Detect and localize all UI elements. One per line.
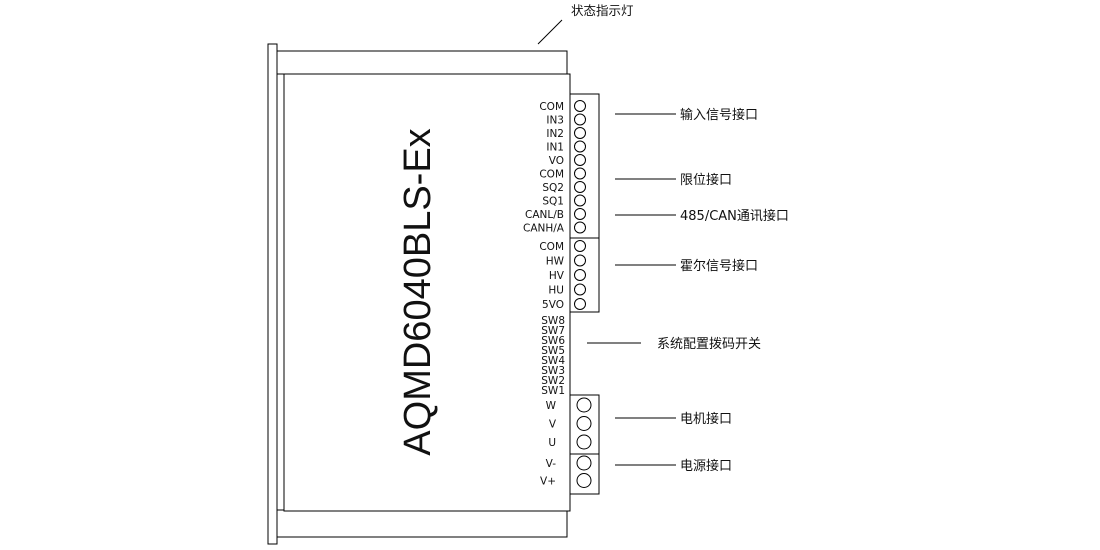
terminal-hole <box>574 113 586 126</box>
motor-callout: 电机接口 <box>680 411 732 427</box>
dip-callout: 系统配置拨码开关 <box>657 337 761 352</box>
pin-label: SQ2 <box>542 182 564 194</box>
limit-callout: 限位接口 <box>680 172 732 188</box>
terminal-hole <box>574 181 586 193</box>
pin-label: IN3 <box>546 115 564 127</box>
pin-label: SW1 <box>541 385 565 397</box>
pin-label: VO <box>549 155 564 167</box>
pin-label: SQ1 <box>542 196 564 208</box>
input-callout: 输入信号接口 <box>680 107 758 123</box>
terminal-hole <box>574 283 586 296</box>
terminal-block-hall <box>569 237 600 313</box>
pin-label: COM <box>539 169 564 181</box>
pin-label: IN1 <box>546 142 564 154</box>
pin-label: V <box>549 419 557 431</box>
terminal-hole <box>574 100 586 112</box>
terminal-hole <box>574 298 586 310</box>
status-led-label: 状态指示灯 <box>571 3 634 18</box>
pin-label: SW2 <box>541 375 565 387</box>
pin-label: CANL/B <box>525 209 564 221</box>
pin-label: IN2 <box>546 128 564 140</box>
pin-label: 5VO <box>542 299 564 311</box>
mounting-flange <box>267 43 278 545</box>
pin-label: COM <box>539 241 564 253</box>
pins-power-group: V- V+ <box>540 455 592 488</box>
terminal-hole <box>576 434 592 450</box>
callout-group <box>587 113 676 466</box>
terminal-hole <box>574 221 586 234</box>
terminal-hole <box>574 194 586 207</box>
top-rail <box>276 50 568 75</box>
terminal-hole <box>574 127 586 139</box>
pin-label: SW6 <box>541 335 565 347</box>
terminal-block-power <box>569 453 600 495</box>
pins-hall-group: COM HW HV HU 5VO <box>539 240 586 311</box>
terminal-hole <box>576 473 592 488</box>
pin-label: HV <box>549 270 565 282</box>
hall-callout: 霍尔信号接口 <box>680 258 758 274</box>
status-led-leader <box>537 19 563 45</box>
pin-label: SW7 <box>541 325 565 337</box>
pins-motor-group: WVU <box>546 397 592 450</box>
bottom-rail <box>276 509 568 538</box>
pin-label: SW8 <box>541 315 565 327</box>
pin-label: W <box>546 400 557 412</box>
pin-label: SW5 <box>541 345 565 357</box>
pin-label: U <box>548 437 556 449</box>
pin-label: COM <box>539 101 564 113</box>
terminal-hole <box>574 167 586 180</box>
terminal-hole <box>574 269 586 281</box>
terminal-hole <box>574 140 586 153</box>
power-callout: 电源接口 <box>680 458 732 474</box>
terminal-hole <box>576 455 592 471</box>
terminal-hole <box>574 208 586 220</box>
pin-label: SW4 <box>541 355 565 367</box>
terminal-hole <box>576 397 592 413</box>
terminal-hole <box>576 416 592 431</box>
driver-enclosure <box>267 19 600 545</box>
comm-callout: 485/CAN通讯接口 <box>680 208 789 224</box>
terminal-hole <box>574 240 586 252</box>
pin-label: CANH/A <box>523 223 565 235</box>
terminal-hole <box>574 254 586 267</box>
model-name: AQMD6040BLS-Ex <box>397 128 439 455</box>
pin-label: V- <box>546 458 557 470</box>
pin-label: V+ <box>540 476 556 488</box>
terminal-hole <box>574 154 586 166</box>
pin-label: HU <box>548 285 564 297</box>
pin-label: HW <box>546 256 565 268</box>
pin-label: SW3 <box>541 365 565 377</box>
